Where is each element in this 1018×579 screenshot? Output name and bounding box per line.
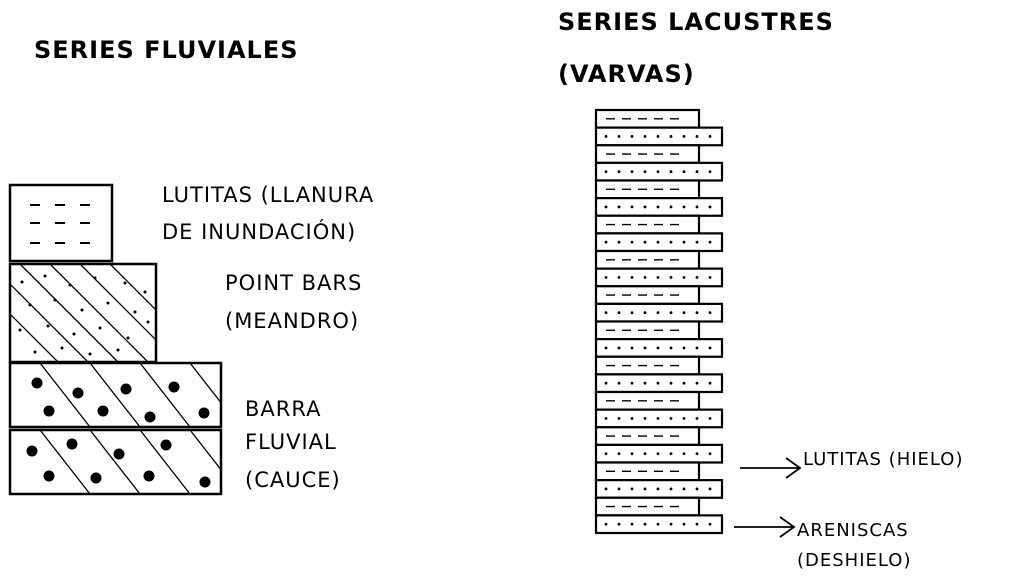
varve-sand-layer: [594, 338, 724, 358]
fluvial-column: [8, 183, 223, 496]
varve-shale-layer: [594, 355, 701, 376]
barra-label-line3: (CAUCE): [245, 468, 341, 492]
barra-box-lower: [8, 428, 223, 496]
varve-sand-layer: [594, 197, 724, 217]
varve-shale-layer: [594, 426, 701, 446]
varve-shale-layer: [594, 285, 701, 305]
varve-shale-layer: [594, 144, 701, 164]
fluvial-title: SERIES FLUVIALES: [34, 36, 299, 64]
point-bars-label-line2: (MEANDRO): [225, 309, 360, 333]
barra-label-line2: FLUVIAL: [245, 430, 337, 454]
varve-sand-layer: [594, 302, 724, 323]
varve-shale-layer: [594, 108, 701, 129]
varva-areniscas-label-line2: (DESHIELO): [797, 550, 912, 571]
varve-sand-layer: [594, 514, 724, 535]
barra-label-line1: BARRA: [245, 397, 322, 421]
arrow-lutitas: [740, 457, 802, 479]
lutitas-label-line2: DE INUNDACIÓN): [162, 220, 357, 244]
varve-sand-layer: [594, 408, 724, 429]
arrow-areniscas: [734, 516, 796, 538]
varve-sand-layer: [594, 479, 724, 499]
varve-shale-layer: [594, 179, 701, 200]
varve-sand-layer: [594, 267, 724, 288]
varve-shale-layer: [594, 214, 701, 235]
varve-sand-layer: [594, 373, 724, 394]
lutitas-label-line1: LUTITAS (LLANURA: [162, 183, 375, 207]
lutitas-box: [8, 183, 114, 263]
varve-sand-layer: [594, 161, 724, 182]
varve-shale-layer: [594, 461, 701, 482]
varve-sand-layer: [594, 443, 724, 464]
lacustre-title-line2: (VARVAS): [558, 60, 695, 88]
varva-lutitas-label: LUTITAS (HIELO): [803, 449, 964, 470]
varve-sand-layer: [594, 232, 724, 253]
varvas-column: [594, 108, 724, 535]
point-bars-box: [8, 262, 158, 364]
point-bars-label-line1: POINT BARS: [225, 271, 363, 295]
barra-box-upper: [8, 361, 223, 429]
lacustre-title-line1: SERIES LACUSTRES: [558, 8, 834, 36]
varva-areniscas-label-line1: ARENISCAS: [797, 520, 909, 541]
varve-shale-layer: [594, 390, 701, 411]
varve-shale-layer: [594, 249, 701, 270]
varve-shale-layer: [594, 496, 701, 517]
varve-shale-layer: [594, 320, 701, 341]
varve-sand-layer: [594, 126, 724, 147]
